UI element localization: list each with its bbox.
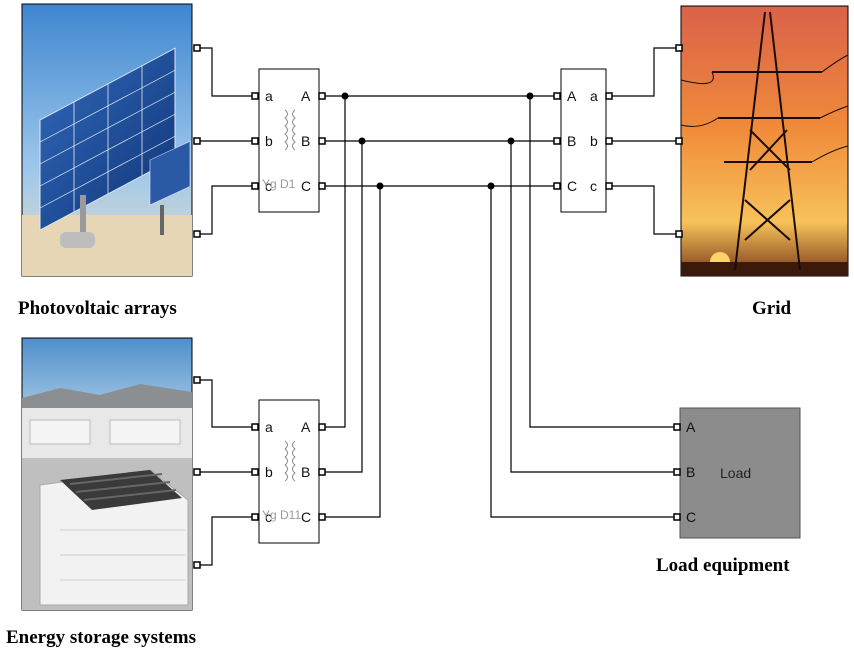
terminal[interactable] bbox=[193, 561, 201, 569]
transformer-pv-port-b: b bbox=[265, 133, 273, 149]
transformer-pv-port-c: c bbox=[265, 178, 272, 194]
load-port-B: B bbox=[686, 464, 695, 480]
transformer-pv-coil-icon bbox=[284, 109, 296, 151]
grid-tower-image bbox=[680, 5, 849, 277]
terminal[interactable] bbox=[251, 513, 259, 521]
grid-interface-port-c: c bbox=[590, 178, 597, 194]
terminal[interactable] bbox=[193, 44, 201, 52]
junction-dot bbox=[487, 182, 495, 190]
grid-interface-port-a: a bbox=[590, 88, 598, 104]
transformer-pv-port-a: a bbox=[265, 88, 273, 104]
terminal[interactable] bbox=[318, 423, 326, 431]
terminal[interactable] bbox=[605, 137, 613, 145]
terminal[interactable] bbox=[193, 137, 201, 145]
terminal[interactable] bbox=[193, 376, 201, 384]
transformer-pv-port-C: C bbox=[301, 178, 311, 194]
grid-interface-port-b: b bbox=[590, 133, 598, 149]
grid-interface-port-A: A bbox=[567, 88, 577, 104]
energy-storage-image bbox=[21, 337, 193, 611]
load-block[interactable]: A B C Load bbox=[679, 407, 801, 539]
transformer-pv-port-B: B bbox=[301, 133, 310, 149]
transformer-ess-port-b: b bbox=[265, 464, 273, 480]
terminal[interactable] bbox=[605, 92, 613, 100]
transformer-pv-port-A: A bbox=[301, 88, 311, 104]
grid-interface-port-C: C bbox=[567, 178, 577, 194]
caption-photovoltaic: Photovoltaic arrays bbox=[18, 298, 177, 319]
transformer-ess-port-A: A bbox=[301, 419, 311, 435]
transformer-pv-winding-label: Yg D1 bbox=[262, 177, 296, 191]
grid-interface-block[interactable]: A B C a b c bbox=[560, 68, 607, 213]
grid-interface-port-B: B bbox=[567, 133, 576, 149]
photovoltaic-image bbox=[21, 3, 193, 277]
terminal[interactable] bbox=[193, 468, 201, 476]
terminal[interactable] bbox=[318, 468, 326, 476]
terminals bbox=[193, 44, 683, 569]
terminal[interactable] bbox=[553, 137, 561, 145]
solar-panel-main bbox=[39, 47, 176, 231]
solar-panel-back bbox=[149, 140, 191, 206]
terminal[interactable] bbox=[251, 137, 259, 145]
junction-dot bbox=[526, 92, 534, 100]
terminal[interactable] bbox=[318, 92, 326, 100]
junction-dots bbox=[341, 92, 534, 190]
terminal[interactable] bbox=[251, 423, 259, 431]
terminal[interactable] bbox=[251, 182, 259, 190]
transformer-ess-port-B: B bbox=[301, 464, 310, 480]
terminal[interactable] bbox=[318, 513, 326, 521]
terminal[interactable] bbox=[675, 230, 683, 238]
caption-grid: Grid bbox=[752, 298, 791, 319]
transmission-tower bbox=[712, 11, 822, 271]
terminal[interactable] bbox=[318, 137, 326, 145]
load-port-A: A bbox=[686, 419, 696, 435]
terminal[interactable] bbox=[251, 92, 259, 100]
terminal[interactable] bbox=[318, 182, 326, 190]
caption-energy-storage: Energy storage systems bbox=[6, 627, 196, 648]
terminal[interactable] bbox=[675, 137, 683, 145]
terminal[interactable] bbox=[673, 513, 681, 521]
junction-dot bbox=[507, 137, 515, 145]
transformer-ess-port-c: c bbox=[265, 509, 272, 525]
load-port-C: C bbox=[686, 509, 696, 525]
transformer-ess-coil-icon bbox=[284, 440, 296, 482]
terminal[interactable] bbox=[673, 423, 681, 431]
transformer-pv[interactable]: a b c A B C Yg D1 bbox=[258, 68, 320, 213]
terminal[interactable] bbox=[605, 182, 613, 190]
junction-dot bbox=[358, 137, 366, 145]
junction-dot bbox=[341, 92, 349, 100]
transformer-ess-winding-label: Yg D11 bbox=[262, 508, 301, 522]
terminal[interactable] bbox=[553, 182, 561, 190]
junction-dot bbox=[376, 182, 384, 190]
terminal[interactable] bbox=[675, 44, 683, 52]
caption-load-equipment: Load equipment bbox=[656, 555, 790, 576]
transformer-ess-port-a: a bbox=[265, 419, 273, 435]
terminal[interactable] bbox=[553, 92, 561, 100]
terminal[interactable] bbox=[193, 230, 201, 238]
transformer-ess[interactable]: a b c A B C Yg D11 bbox=[258, 399, 320, 544]
terminal[interactable] bbox=[251, 468, 259, 476]
terminal[interactable] bbox=[673, 468, 681, 476]
load-label: Load bbox=[720, 465, 751, 481]
transformer-ess-port-C: C bbox=[301, 509, 311, 525]
